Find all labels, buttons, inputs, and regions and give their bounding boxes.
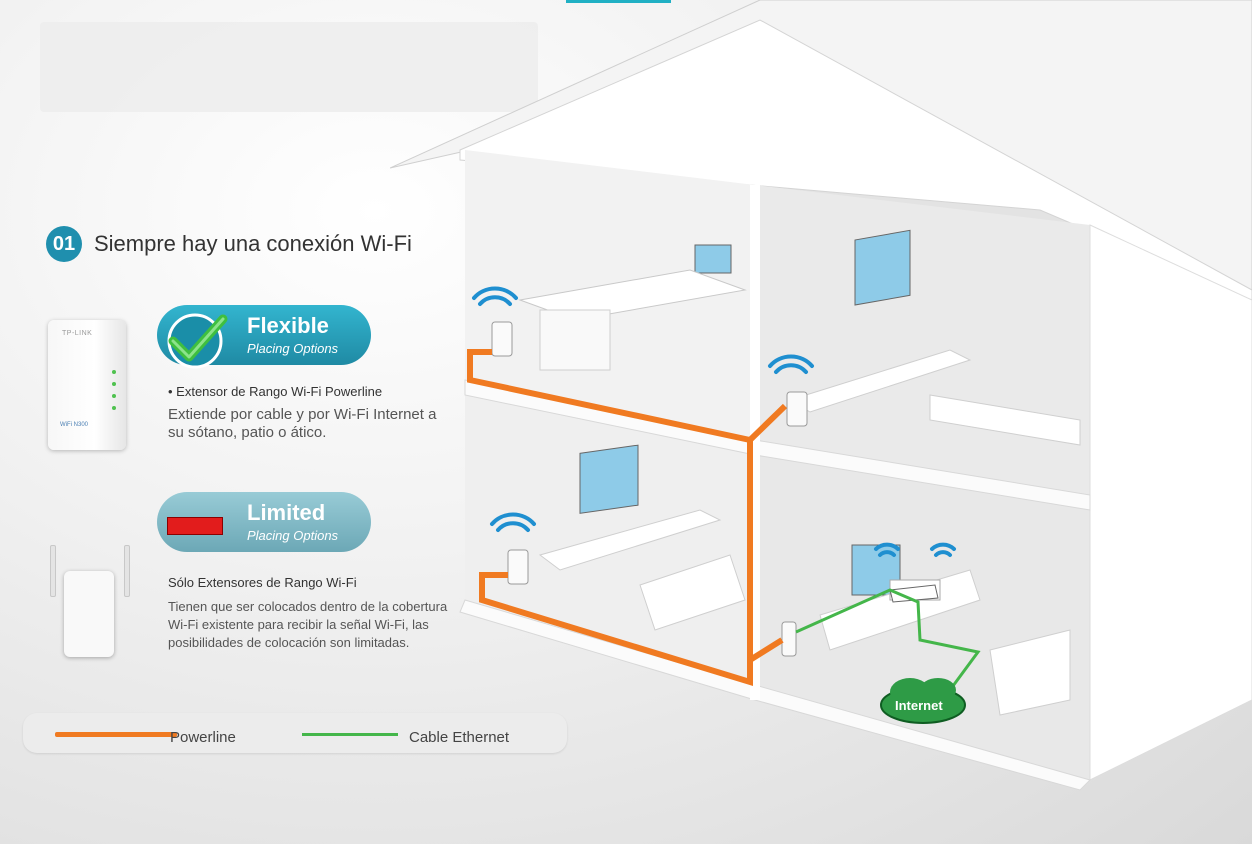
- flexible-heading: • Extensor de Rango Wi-Fi Powerline: [168, 384, 383, 399]
- antenna-right: [124, 545, 130, 597]
- flexible-subtitle: Placing Options: [247, 341, 339, 356]
- limited-heading: Sólo Extensores de Rango Wi-Fi: [168, 575, 357, 590]
- powerline-legend-label: Powerline: [170, 729, 236, 746]
- step-title: Siempre hay una conexión Wi-Fi: [94, 231, 412, 256]
- flexible-description: Extiende por cable y por Wi-Fi Internet …: [168, 406, 437, 441]
- header-panel: [40, 22, 538, 112]
- house-illustration: Internet: [390, 0, 1252, 791]
- ethernet-legend-label: Cable Ethernet: [409, 729, 510, 746]
- red-bar-icon: [167, 517, 223, 535]
- limited-description: Tienen que ser colocados dentro de la co…: [168, 599, 448, 650]
- internet-cloud: Internet: [880, 678, 966, 724]
- extender-body: [64, 571, 114, 657]
- internet-label: Internet: [895, 698, 943, 713]
- range-extender-image: [48, 545, 134, 665]
- step-heading: 01 Siempre hay una conexión Wi-Fi: [46, 226, 412, 262]
- device-brand: TP-LINK: [62, 330, 93, 337]
- top-accent-bar: [566, 0, 671, 3]
- flexible-badge: Flexible Placing Options: [157, 305, 371, 369]
- powerline-extender-image: TP-LINK WiFi N300: [48, 320, 126, 450]
- step-number-badge: 01: [46, 226, 82, 262]
- limited-badge: Limited Placing Options: [157, 492, 371, 552]
- antenna-left: [50, 545, 56, 597]
- flexible-title: Flexible: [247, 313, 329, 338]
- legend: Powerline Cable Ethernet: [23, 713, 567, 753]
- ethernet-swatch: [302, 733, 398, 736]
- check-icon: [167, 313, 228, 369]
- limited-title: Limited: [247, 500, 326, 525]
- device-model: WiFi N300: [60, 422, 89, 428]
- powerline-swatch: [55, 732, 177, 737]
- limited-subtitle: Placing Options: [247, 528, 339, 543]
